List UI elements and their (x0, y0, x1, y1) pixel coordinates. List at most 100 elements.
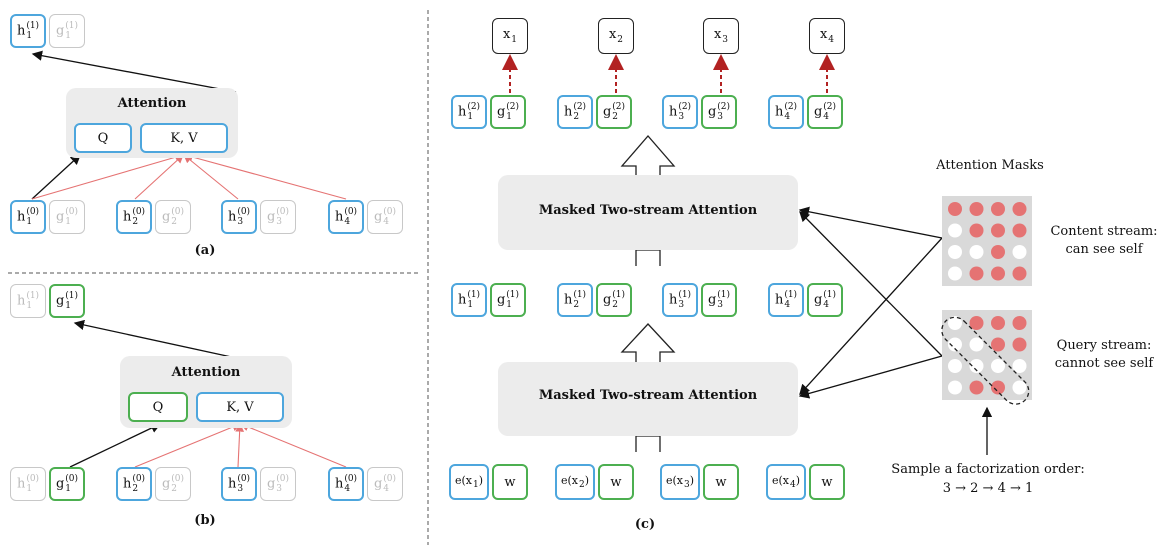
token-label: g(1)3 (707, 290, 731, 310)
token-label: h(1)4 (774, 290, 798, 310)
query-mask-dot (1012, 316, 1027, 330)
a-in-h3: h(0)3 (221, 200, 257, 234)
query-mask-diagonal (941, 316, 1030, 405)
b-in-h3: h(0)3 (221, 467, 257, 501)
query-mask-dot (991, 380, 1005, 395)
token-label: h(2)4 (774, 102, 798, 122)
token-label: g(1)2 (602, 290, 626, 310)
c-l1-g3: g(1)3 (701, 283, 737, 317)
b-in-g4: g(0)4 (367, 467, 403, 501)
c-emb-w3: w (703, 464, 739, 500)
token-label: h(0)4 (334, 207, 358, 227)
c-l2-h2: h(2)2 (557, 95, 593, 129)
sample-line1: Sample a factorization order: (891, 462, 1085, 477)
content-mask-dot (969, 245, 984, 259)
a-q-box: Q (74, 123, 132, 153)
c-l1-h2: h(1)2 (557, 283, 593, 317)
query-mask-dot (1012, 359, 1027, 373)
token-label: g(1)1 (55, 21, 79, 41)
token-label: g(0)1 (55, 207, 79, 227)
a-kv-box: K, V (140, 123, 228, 153)
content-mask-dot (969, 223, 984, 238)
a-in-g4: g(0)4 (367, 200, 403, 234)
caption-a: (a) (194, 243, 216, 258)
a-in-h4: h(0)4 (328, 200, 364, 234)
a-in-g3: g(0)3 (260, 200, 296, 234)
token-label: g(0)3 (266, 207, 290, 227)
b-kv-box: K, V (196, 392, 284, 422)
query-mask-dot (948, 337, 962, 352)
c-block-top-label: Masked Two-stream Attention (538, 203, 758, 218)
a-in-h2: h(0)2 (116, 200, 152, 234)
b-in-g1: g(0)1 (49, 467, 85, 501)
c-l2-h4: h(2)4 (768, 95, 804, 129)
content-mask-dot (969, 202, 984, 216)
c-l1-g2: g(1)2 (596, 283, 632, 317)
content-mask-dot (991, 245, 1005, 259)
a-out-h: h(1)1 (10, 14, 46, 48)
sample-line2: 3 → 2 → 4 → 1 (942, 481, 1034, 496)
token-label: g(0)4 (373, 474, 397, 494)
c-l2-g3: g(2)3 (701, 95, 737, 129)
c-l1-g4: g(1)4 (807, 283, 843, 317)
token-label: g(2)3 (707, 102, 731, 122)
token-label: g(1)1 (55, 291, 79, 311)
token-label: g(1)4 (813, 290, 837, 310)
query-mask-dot (991, 337, 1005, 352)
content-mask-dot (1012, 266, 1027, 281)
a-attention-title: Attention (117, 96, 187, 111)
token-label: g(0)3 (266, 474, 290, 494)
c-l2-g4: g(2)4 (807, 95, 843, 129)
b-in-g3: g(0)3 (260, 467, 296, 501)
c-l2-g1: g(2)1 (490, 95, 526, 129)
token-label: h(2)3 (668, 102, 692, 122)
b-attention-title: Attention (171, 365, 241, 380)
b-in-g2: g(0)2 (155, 467, 191, 501)
c-l2-h3: h(2)3 (662, 95, 698, 129)
c-l1-h1: h(1)1 (451, 283, 487, 317)
token-label: h(2)2 (563, 102, 587, 122)
query-mask-dot (969, 337, 984, 352)
up-arrow-top (620, 135, 676, 176)
token-label: h(1)1 (16, 291, 40, 311)
a-in-g2: g(0)2 (155, 200, 191, 234)
content-mask-dot (948, 223, 962, 238)
content-mask-dot (1012, 245, 1027, 259)
token-label: g(2)2 (602, 102, 626, 122)
c-block-bottom-label: Masked Two-stream Attention (538, 388, 758, 403)
content-mask-dot (948, 202, 962, 216)
b-out-g: g(1)1 (49, 284, 85, 318)
token-label: w (715, 474, 727, 490)
token-label: g(1)1 (496, 290, 520, 310)
query-mask-dot (948, 359, 962, 373)
query-stream-line1: Query stream: (1056, 338, 1152, 353)
content-mask-dot (1012, 202, 1027, 216)
content-mask-dot (948, 266, 962, 281)
query-mask-dot (991, 359, 1005, 373)
c-l1-h4: h(1)4 (768, 283, 804, 317)
content-mask-dot (991, 223, 1005, 238)
b-in-h2: h(0)2 (116, 467, 152, 501)
token-label: h(0)4 (334, 474, 358, 494)
token-label: h(1)1 (457, 290, 481, 310)
content-mask-dot (991, 202, 1005, 216)
token-label: w (610, 474, 622, 490)
query-mask-dot (991, 316, 1005, 330)
caption-c: (c) (634, 517, 656, 532)
content-mask-dot (991, 266, 1005, 281)
query-mask-dot (1012, 380, 1027, 395)
c-emb-w2: w (598, 464, 634, 500)
